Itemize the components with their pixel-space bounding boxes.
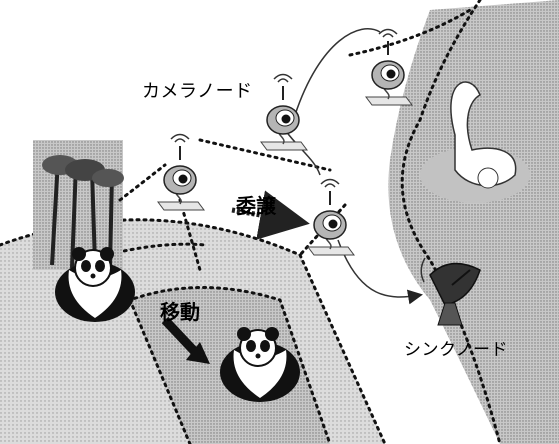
delegate-label: 委譲 bbox=[236, 194, 276, 218]
camera-node-icon bbox=[260, 73, 308, 151]
lake-region bbox=[388, 0, 559, 444]
swan-icon bbox=[420, 81, 530, 203]
sink-node-label: シンクノード bbox=[404, 340, 508, 360]
camera-node-icon bbox=[307, 178, 355, 256]
satellite-dish-icon bbox=[420, 257, 481, 326]
camera-node-label: カメラノード bbox=[142, 81, 253, 102]
move-label: 移動 bbox=[160, 300, 200, 324]
camera-node-icon bbox=[157, 133, 205, 211]
